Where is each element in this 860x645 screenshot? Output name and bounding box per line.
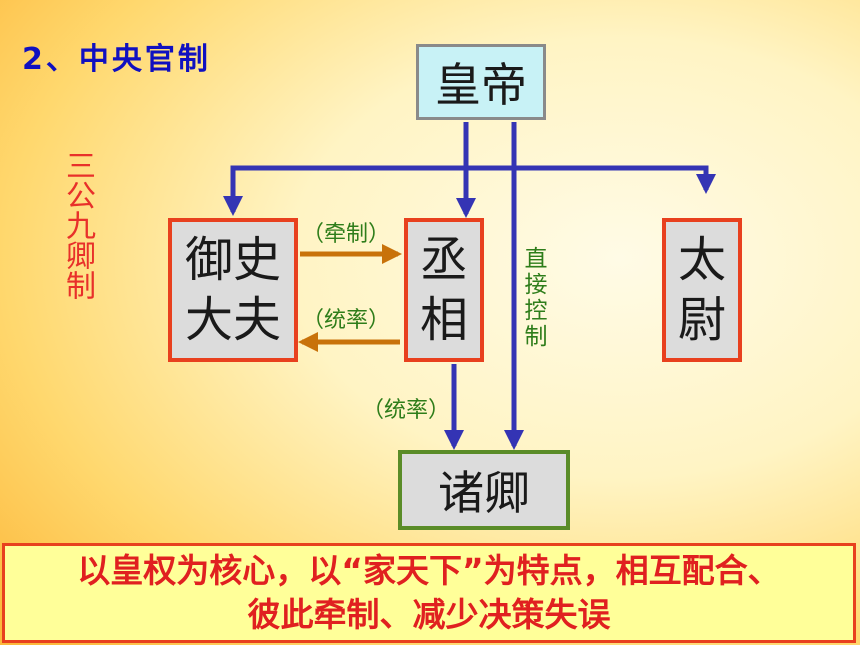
annotation-tongshuai-zhuqing: （统率） (362, 398, 451, 423)
chengxiang-line2: 相 (419, 292, 468, 348)
emperor-branch-line (230, 165, 716, 194)
chengxiang-line1: 丞 (419, 232, 468, 288)
summary-banner: 以皇权为核心，以“家天下”为特点，相互配合、 彼此牵制、减少决策失误 (2, 543, 856, 643)
yushi-line2: 大夫 (184, 292, 281, 348)
node-yushi-dafu: 御史 大夫 (168, 218, 298, 362)
node-chengxiang: 丞 相 (404, 218, 484, 362)
annotation-tongshuai-yushi: （统率） (302, 308, 391, 333)
page-heading: 2、中央官制 (22, 42, 211, 77)
summary-line2: 彼此牵制、减少决策失误 (247, 595, 611, 634)
taiwei-line1: 太 (677, 232, 726, 288)
annotation-direct-control: 直接控制 (520, 246, 546, 350)
node-emperor: 皇帝 (416, 44, 546, 120)
yushi-line1: 御史 (184, 232, 281, 288)
summary-line1: 以皇权为核心，以“家天下”为特点，相互配合、 (77, 551, 781, 590)
system-label: 三公九卿制 (60, 150, 95, 300)
node-taiwei: 太 尉 (662, 218, 742, 362)
annotation-qianzhi: （牵制） (302, 222, 391, 247)
node-zhuqing: 诸卿 (398, 450, 570, 530)
taiwei-line2: 尉 (677, 292, 726, 348)
